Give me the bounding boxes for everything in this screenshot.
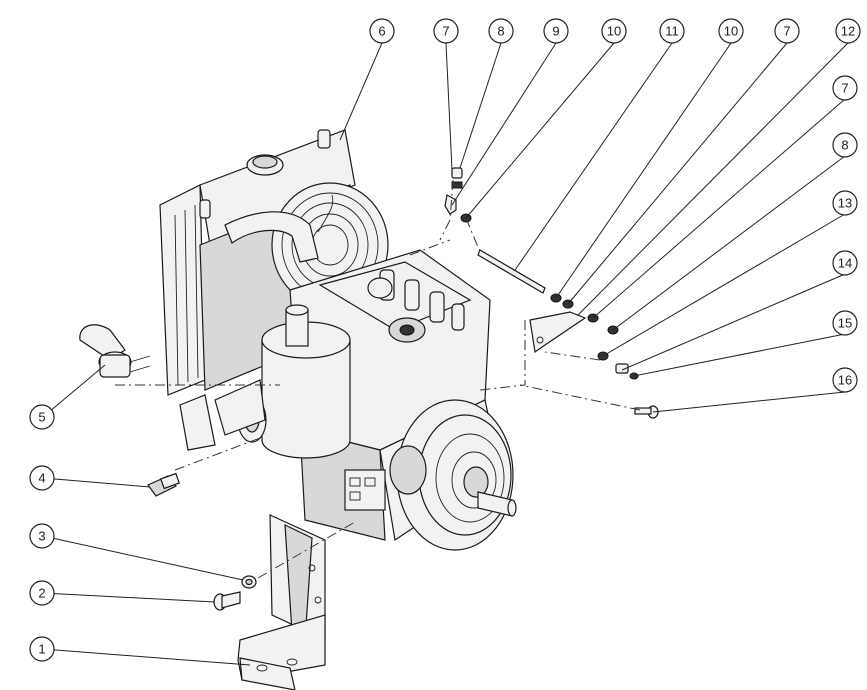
svg-text:7: 7 — [783, 24, 790, 39]
callout-6: 6 — [369, 18, 395, 44]
callout-10: 10 — [718, 18, 744, 44]
mounting-bracket — [237, 514, 326, 690]
callout-1: 1 — [29, 636, 55, 662]
callout-3: 3 — [29, 523, 55, 549]
svg-text:8: 8 — [841, 138, 848, 153]
callout-7: 7 — [832, 75, 858, 101]
callout-13: 13 — [832, 190, 858, 216]
leader-lines — [42, 42, 849, 666]
callout-10: 10 — [601, 18, 627, 44]
svg-text:8: 8 — [497, 24, 504, 39]
svg-text:16: 16 — [838, 373, 852, 388]
temperature-sensor — [147, 472, 180, 497]
hose-clamp — [79, 324, 151, 378]
svg-text:7: 7 — [442, 24, 449, 39]
callout-7: 7 — [774, 18, 800, 44]
callout-8: 8 — [488, 18, 514, 44]
svg-text:14: 14 — [838, 256, 852, 271]
callout-7: 7 — [433, 18, 459, 44]
svg-text:1: 1 — [38, 642, 45, 657]
washer — [241, 575, 257, 589]
callout-5: 5 — [29, 404, 55, 430]
callout-2: 2 — [29, 580, 55, 606]
svg-text:7: 7 — [841, 81, 848, 96]
svg-text:5: 5 — [38, 410, 45, 425]
svg-text:3: 3 — [38, 529, 45, 544]
svg-text:10: 10 — [724, 24, 738, 39]
svg-text:4: 4 — [38, 471, 45, 486]
cylinder-head — [318, 261, 472, 343]
svg-text:6: 6 — [378, 24, 385, 39]
callout-12: 12 — [835, 18, 861, 44]
svg-text:9: 9 — [552, 24, 559, 39]
callout-15: 15 — [832, 310, 858, 336]
svg-text:13: 13 — [838, 196, 852, 211]
callout-11: 11 — [659, 18, 685, 44]
svg-text:11: 11 — [665, 24, 679, 39]
svg-text:2: 2 — [38, 586, 45, 601]
radiator-hose — [224, 194, 334, 263]
callout-14: 14 — [832, 250, 858, 276]
fuel-line-hardware — [444, 167, 619, 335]
bracket-fasteners — [597, 351, 659, 419]
bolt — [213, 591, 241, 611]
assembly-lines — [115, 179, 641, 579]
svg-text:15: 15 — [838, 316, 852, 331]
callout-8: 8 — [832, 132, 858, 158]
flywheel-housing — [389, 399, 517, 551]
svg-text:10: 10 — [607, 24, 621, 39]
engine-foot-bracket — [179, 379, 266, 451]
callout-9: 9 — [543, 18, 569, 44]
svg-text:12: 12 — [841, 24, 855, 39]
callout-16: 16 — [832, 367, 858, 393]
callout-4: 4 — [29, 465, 55, 491]
return-bracket — [529, 311, 587, 354]
